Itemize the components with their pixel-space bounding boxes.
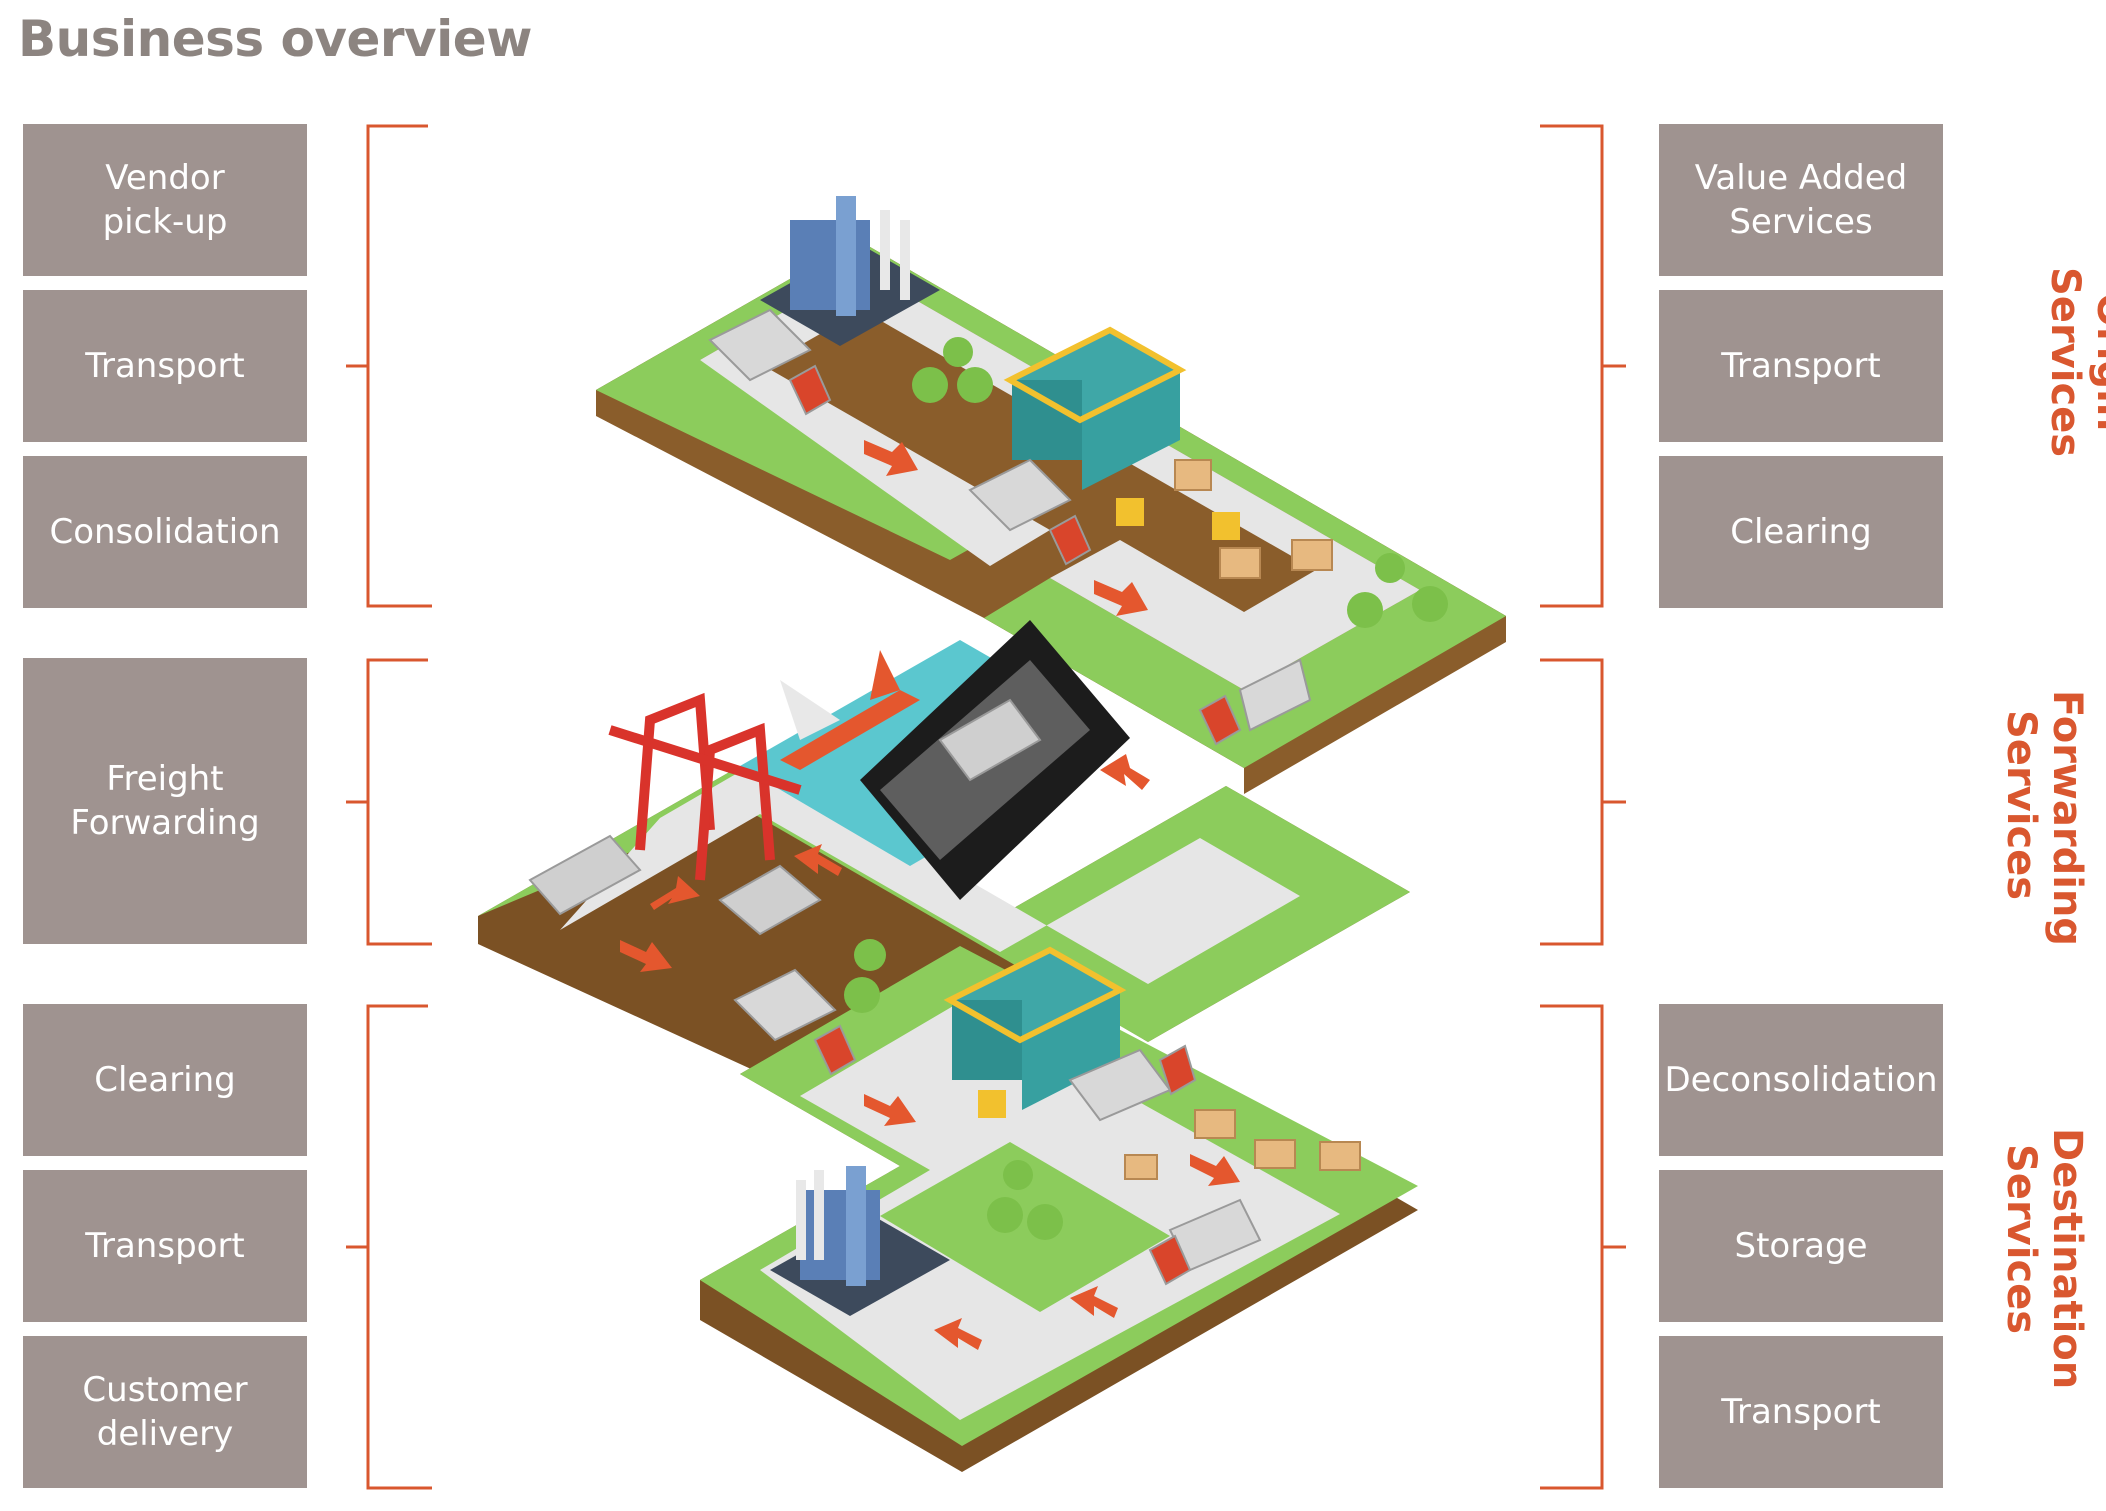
- direction-arrow-icon: [864, 1094, 916, 1126]
- truck-icon: [1068, 1044, 1197, 1122]
- truck-icon: [733, 968, 857, 1076]
- container-icon: [938, 698, 1042, 782]
- container-icon: [528, 834, 642, 916]
- service-box-transport-destination-left: Transport: [23, 1170, 307, 1322]
- section-label-origin: Origin Services: [2042, 266, 2106, 458]
- tree-icon: [1412, 586, 1448, 622]
- tree-icon: [1347, 592, 1383, 628]
- direction-arrow-icon: [1094, 580, 1148, 616]
- direction-arrow-icon: [650, 876, 700, 910]
- tree-icon: [943, 337, 973, 367]
- forklift-icon: [1116, 498, 1144, 526]
- page-title: Business overview: [18, 10, 532, 68]
- service-box-transport-origin-right: Transport: [1659, 290, 1943, 442]
- pallet-icon: [1319, 1141, 1361, 1171]
- crane-icon: [608, 692, 802, 881]
- warehouse-icon: [943, 946, 1127, 1110]
- service-box-value-added-services: Value Added Services: [1659, 124, 1943, 276]
- service-box-vendor-pickup: Vendor pick-up: [23, 124, 307, 276]
- airplane-icon: [780, 650, 920, 770]
- direction-arrow-icon: [934, 1318, 982, 1350]
- service-box-transport-destination-right: Transport: [1659, 1336, 1943, 1488]
- pallet-icon: [1194, 1109, 1236, 1139]
- service-box-consolidation: Consolidation: [23, 456, 307, 608]
- section-label-forwarding: Forwarding Services: [1998, 690, 2090, 947]
- tree-icon: [987, 1197, 1023, 1233]
- truck-icon: [1198, 658, 1312, 746]
- service-box-storage: Storage: [1659, 1170, 1943, 1322]
- forklift-icon: [978, 1090, 1006, 1118]
- direction-arrow-icon: [1070, 1286, 1118, 1318]
- tree-icon: [1375, 553, 1405, 583]
- pallet-icon: [1124, 1154, 1158, 1180]
- pallet-icon: [1291, 539, 1333, 571]
- tree-icon: [912, 367, 948, 403]
- truck-icon: [1148, 1198, 1262, 1286]
- container-icon: [718, 864, 822, 936]
- pallet-icon: [1219, 547, 1261, 579]
- forklift-icon: [1212, 512, 1240, 540]
- direction-arrow-icon: [1190, 1154, 1240, 1186]
- direction-arrow-icon: [620, 940, 672, 972]
- service-box-customer-delivery: Customer delivery: [23, 1336, 307, 1488]
- service-box-transport-origin-left: Transport: [23, 290, 307, 442]
- truck-icon: [968, 458, 1092, 566]
- service-box-deconsolidation: Deconsolidation: [1659, 1004, 1943, 1156]
- factory-icon: [760, 196, 940, 346]
- direction-arrow-icon: [794, 844, 842, 876]
- tree-icon: [1027, 1204, 1063, 1240]
- service-box-clearing-origin: Clearing: [1659, 456, 1943, 608]
- origin-platform: [596, 240, 1506, 794]
- tree-icon: [854, 939, 886, 971]
- tree-icon: [957, 367, 993, 403]
- tree-icon: [844, 977, 880, 1013]
- service-box-clearing-destination: Clearing: [23, 1004, 307, 1156]
- tree-icon: [1003, 1160, 1033, 1190]
- direction-arrow-icon: [1100, 754, 1150, 790]
- section-label-destination: Destination Services: [1998, 1128, 2090, 1390]
- warehouse-icon: [1003, 326, 1187, 490]
- service-box-freight-forwarding: Freight Forwarding: [23, 658, 307, 944]
- truck-icon: [708, 308, 832, 416]
- pallet-icon: [1254, 1139, 1296, 1169]
- pallet-icon: [1174, 459, 1212, 491]
- factory-icon: [770, 1166, 950, 1316]
- direction-arrow-icon: [864, 440, 918, 476]
